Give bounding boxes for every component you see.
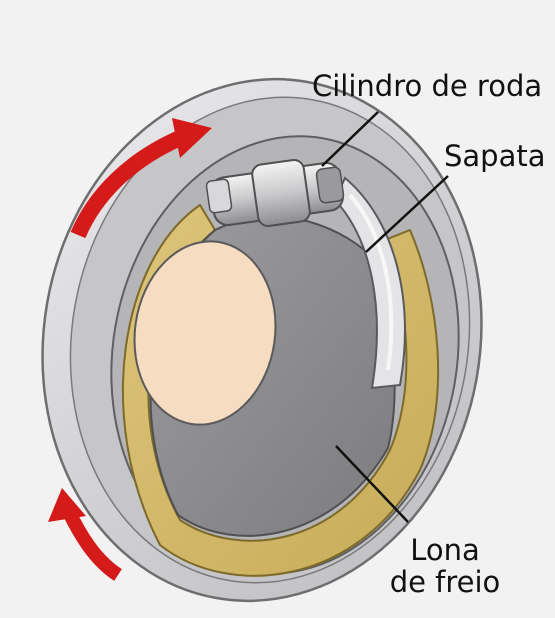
label-shoe: Sapata xyxy=(444,139,546,173)
callout-wheel-cylinder xyxy=(321,111,379,167)
callout-lines xyxy=(321,111,449,523)
callout-shoe xyxy=(365,175,449,253)
label-lining-line1: Lona xyxy=(410,533,480,567)
rotation-arrow-bottom-icon xyxy=(48,488,123,581)
callout-lining xyxy=(335,445,409,523)
brake-shoe xyxy=(333,176,406,390)
label-lining-line2: de freio xyxy=(389,565,501,599)
label-wheel-cylinder: Cilindro de roda xyxy=(312,69,543,103)
hub xyxy=(133,240,277,426)
label-lining: Lona de freio xyxy=(380,534,510,598)
rotation-arrow-top-icon xyxy=(70,118,212,239)
wheel-cylinder xyxy=(205,158,345,228)
